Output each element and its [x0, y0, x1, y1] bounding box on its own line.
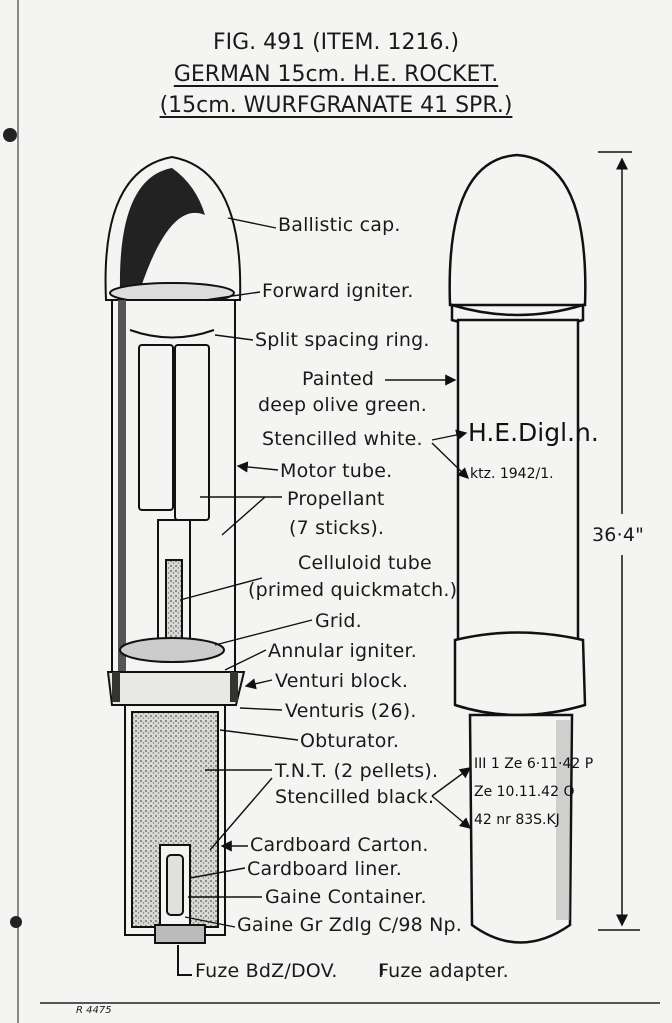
stencil-white-line1: H.E.Digl.n.: [468, 418, 599, 447]
binding-hole: [10, 916, 22, 928]
figure-title: GERMAN 15cm. H.E. ROCKET.: [173, 62, 499, 87]
label-primed-quickmatch: (primed quickmatch.): [248, 579, 458, 601]
label-seven-sticks: (7 sticks).: [289, 517, 385, 539]
label-celluloid-tube: Celluloid tube: [298, 552, 432, 574]
shading: [556, 720, 570, 920]
label-forward-igniter: Forward igniter.: [262, 280, 414, 302]
label-ballistic-cap: Ballistic cap.: [278, 214, 401, 236]
label-gaine-container: Gaine Container.: [265, 886, 427, 908]
label-motor-tube: Motor tube.: [280, 460, 393, 482]
label-gaine: Gaine Gr Zdlg C/98 Np.: [237, 914, 463, 936]
propellant-stick: [138, 344, 174, 511]
warhead-body: [468, 713, 574, 944]
label-grid: Grid.: [315, 610, 362, 632]
label-annular-igniter: Annular igniter.: [268, 640, 418, 662]
label-painted: Painted: [302, 368, 375, 390]
length-dimension: [598, 151, 640, 931]
leader-lines: [179, 217, 472, 975]
fuze: [154, 924, 206, 944]
label-split-spacing-ring: Split spacing ring.: [255, 329, 430, 351]
label-fuze: Fuze BdZ/DOV.: [195, 960, 338, 982]
label-venturis: Venturis (26).: [285, 700, 417, 722]
stencil-black-line3: 42 nr 83S.KJ: [474, 812, 560, 828]
stencil-black-line2: Ze 10.11.42 O: [474, 784, 575, 800]
celluloid-tube: [165, 559, 183, 646]
label-fuze-adapter: Fuze adapter.: [378, 960, 509, 982]
label-propellant: Propellant: [287, 488, 385, 510]
figure-number: FIG. 491 (ITEM. 1216.): [212, 30, 460, 55]
figure-subtitle: (15cm. WURFGRANATE 41 SPR.): [159, 93, 513, 118]
nose: [448, 153, 587, 307]
length-dimension-label: 36·4": [592, 524, 645, 546]
label-tnt: T.N.T. (2 pellets).: [275, 760, 439, 782]
grid: [119, 637, 225, 663]
label-stencilled-black: Stencilled black.: [275, 786, 435, 808]
label-stencilled-white: Stencilled white.: [262, 428, 423, 450]
label-deep-olive-green: deep olive green.: [258, 394, 428, 416]
spacing-ring: [129, 329, 215, 339]
cap-shading: [119, 168, 205, 290]
fuze-leader: [177, 945, 192, 976]
venturi-block: [106, 671, 246, 706]
stencil-white-line2: ktz. 1942/1.: [470, 466, 554, 482]
sectioned-rocket: [104, 155, 246, 976]
binding-hole: [3, 128, 17, 142]
venturi-band: [453, 631, 587, 717]
external-rocket: [448, 153, 587, 944]
gaine: [166, 854, 184, 916]
stencil-black-line1: III 1 Ze 6·11·42 P: [474, 756, 594, 772]
label-cardboard-liner: Cardboard liner.: [247, 858, 402, 880]
label-obturator: Obturator.: [300, 730, 400, 752]
label-cardboard-carton: Cardboard Carton.: [250, 834, 429, 856]
plate-reference: R 4475: [76, 1005, 112, 1016]
label-venturi-block: Venturi block.: [275, 670, 409, 692]
propellant-stick: [174, 344, 210, 521]
